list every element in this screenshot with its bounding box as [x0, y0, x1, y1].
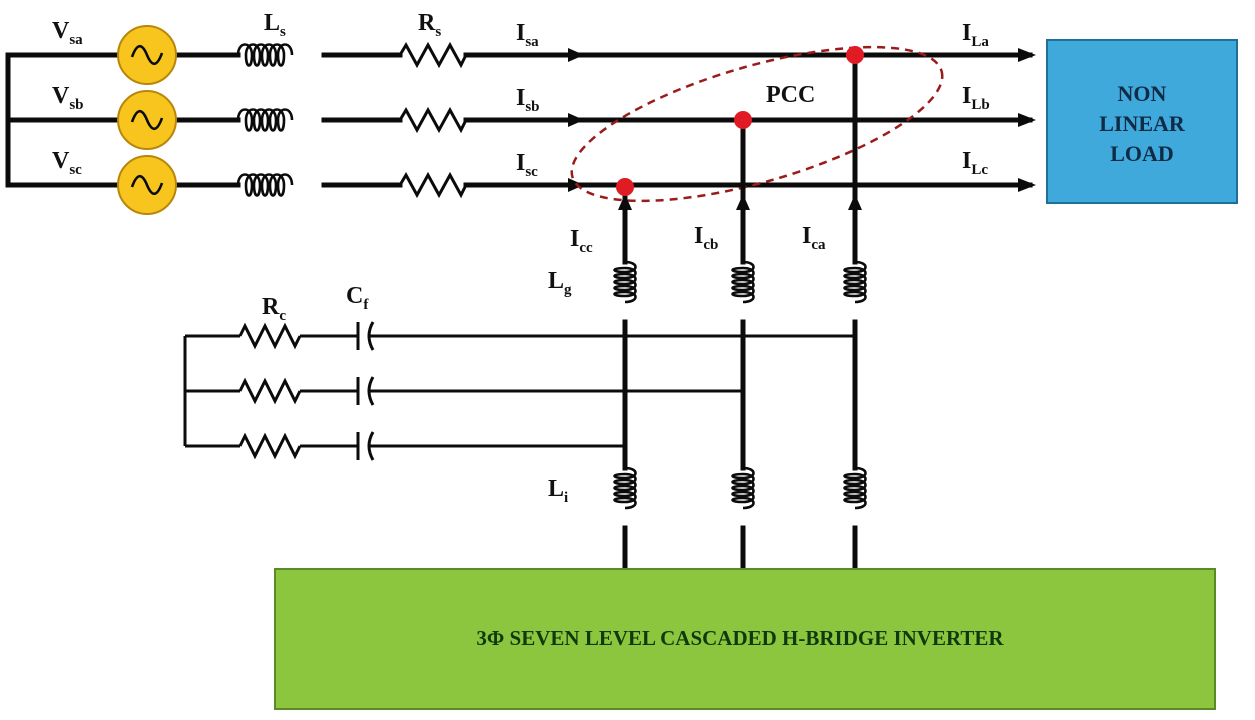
pcc-boundary	[570, 45, 944, 203]
load-current-a: ILa	[962, 20, 989, 50]
source-label-b: Vsb	[52, 83, 84, 113]
compensator-current-b: Icb	[694, 223, 718, 253]
pcc-nodes	[616, 46, 864, 196]
pcc-label: PCC	[766, 82, 815, 108]
source-resistors	[398, 41, 468, 199]
inverter-label: 3Φ SEVEN LEVEL CASCADED H-BRIDGE INVERTE…	[476, 626, 1004, 650]
source-label-c: Vsc	[52, 148, 82, 178]
nonlinear-load: NON LINEAR LOAD	[1046, 39, 1238, 204]
grid-inductor-label: Lg	[548, 268, 572, 298]
source-resistor-label: Rs	[418, 10, 441, 40]
source-current-a: Isa	[516, 20, 539, 50]
ac-source-a	[117, 25, 177, 85]
line-current-arrows	[568, 48, 1036, 192]
filter-capacitor-label: Cf	[346, 283, 369, 313]
source-inductor-label: Ls	[264, 10, 286, 40]
load-current-c: ILc	[962, 148, 988, 178]
compensator-branches	[622, 52, 858, 573]
ac-source-b	[117, 90, 177, 150]
compensator-current-c: Icc	[570, 226, 593, 256]
load-label-line1: NON	[1118, 81, 1167, 106]
source-current-b: Isb	[516, 85, 540, 115]
grid-inductors	[613, 260, 867, 304]
filter-resistor-label: Rc	[262, 294, 286, 324]
source-label-a: Vsa	[52, 18, 83, 48]
inverter-block: 3Φ SEVEN LEVEL CASCADED H-BRIDGE INVERTE…	[274, 568, 1216, 710]
rc-filter	[183, 321, 855, 461]
load-label-line3: LOAD	[1110, 141, 1174, 166]
source-inductors	[236, 43, 294, 197]
load-label-line2: LINEAR	[1099, 111, 1186, 136]
compensator-current-arrows	[618, 194, 862, 210]
source-current-c: Isc	[516, 150, 538, 180]
load-current-b: ILb	[962, 83, 990, 113]
inverter-inductors	[613, 466, 867, 510]
compensator-current-a: Ica	[802, 223, 826, 253]
ac-source-c	[117, 155, 177, 215]
inverter-inductor-label: Li	[548, 476, 568, 506]
